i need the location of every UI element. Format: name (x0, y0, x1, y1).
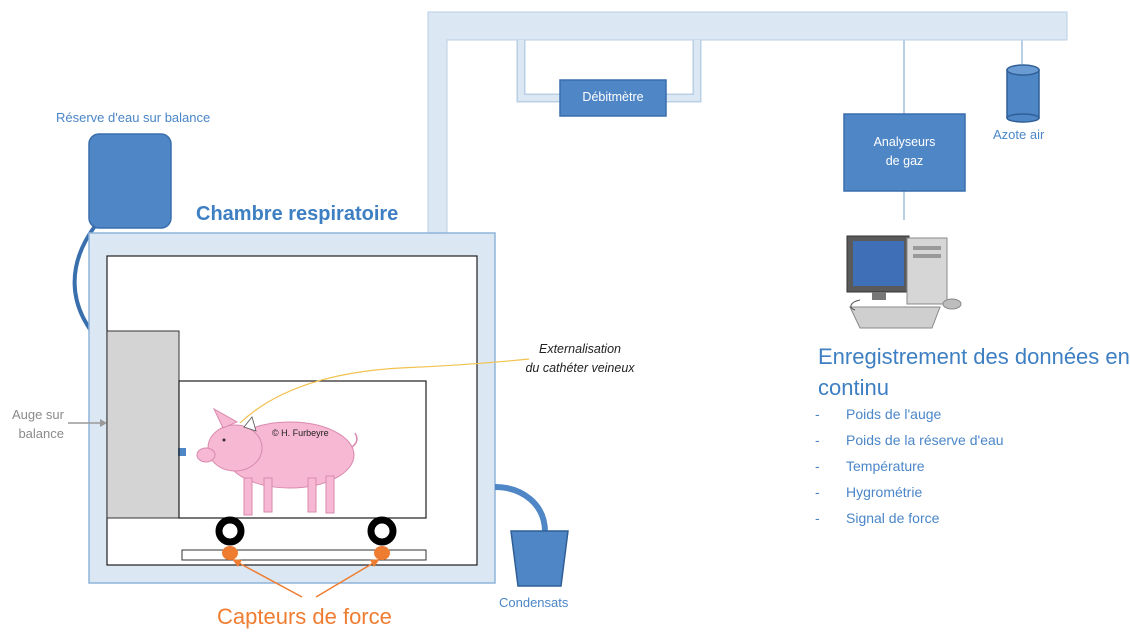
water-reserve-tank (88, 133, 172, 229)
condensate-pipe (494, 484, 548, 533)
catheter-label-line-1: Externalisation (539, 342, 621, 356)
trough-label: Auge sur balance (0, 405, 64, 443)
flowmeter-label: Débitmètre (582, 90, 644, 104)
flowmeter-box (559, 79, 667, 117)
recording-list: -Poids de l'auge -Poids de la réserve d'… (815, 401, 1004, 531)
catheter-label-line-2: du cathéter veineux (525, 361, 635, 375)
nitrogen-cylinder-icon (1006, 64, 1040, 123)
gas-analyzer-line-2: de gaz (885, 154, 924, 168)
list-item: -Signal de force (815, 510, 940, 526)
catheter-label: Externalisation du cathéter veineux (510, 340, 650, 378)
recording-title: Enregistrement des données en continu (818, 341, 1130, 403)
force-sensor-right (374, 546, 390, 560)
trough-label-line-2: balance (18, 426, 64, 441)
condensates-label: Condensats (499, 595, 569, 610)
chamber-title: Chambre respiratoire (196, 203, 399, 225)
force-sensors-label: Capteurs de force (217, 604, 392, 629)
recording-title-line-2: continu (818, 375, 889, 400)
gas-analyzer-box (843, 113, 966, 192)
gas-analyzer-line-1: Analyseurs (873, 135, 936, 149)
cart-wheels (215, 516, 397, 546)
recording-title-line-1: Enregistrement des données en (818, 344, 1130, 369)
trough (106, 330, 180, 519)
trough-label-line-1: Auge sur (11, 407, 64, 422)
catheter-line (239, 358, 530, 424)
scale-plate (181, 549, 427, 561)
water-reserve-label: Réserve d'eau sur balance (56, 110, 211, 125)
list-item: -Poids de l'auge (815, 406, 942, 422)
list-item: -Température (815, 458, 925, 474)
force-sensor-left (222, 546, 238, 560)
cage (178, 380, 427, 519)
copyright-label: © H. Furbeyre (272, 428, 329, 438)
list-item: -Poids de la réserve d'eau (815, 432, 1004, 448)
gas-analyzer-label: Analyseurs de gaz (844, 133, 965, 171)
pig-illustration (196, 407, 358, 516)
nipple-drinker (178, 448, 186, 456)
list-item: -Hygrométrie (815, 484, 923, 500)
condensate-bucket (510, 530, 569, 587)
flowmeter-bypass (516, 40, 702, 103)
force-sensor-arrows (232, 559, 380, 598)
computer-icon (846, 235, 962, 329)
nitrogen-label: Azote air (993, 127, 1045, 142)
